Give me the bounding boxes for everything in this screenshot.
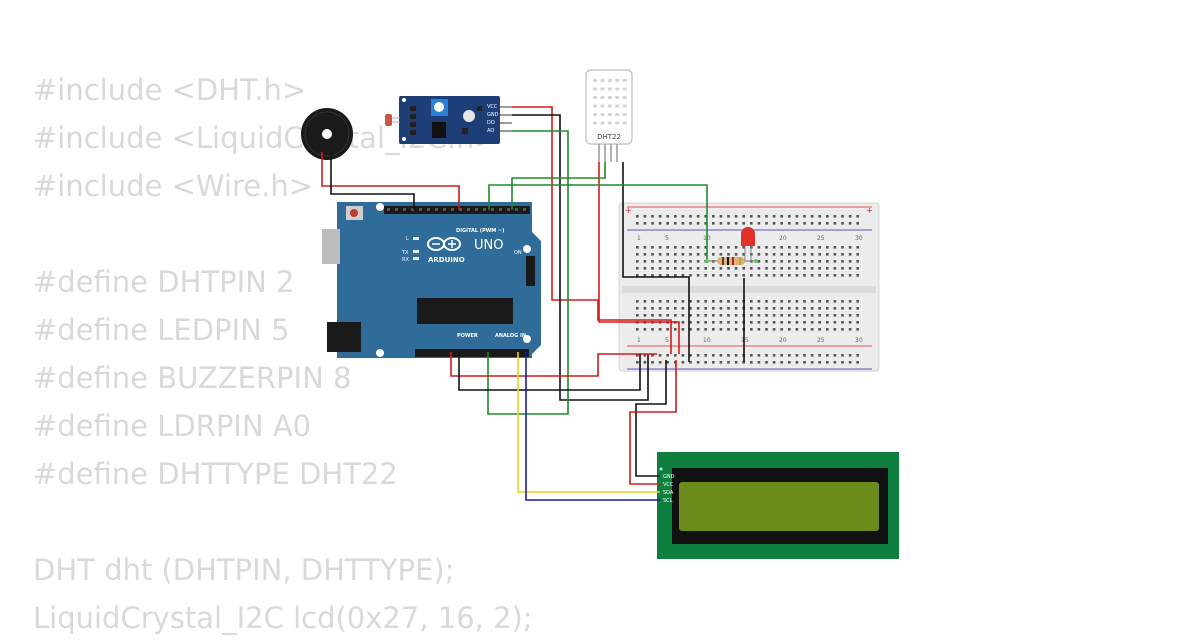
wire-ldr-ao-green: [487, 130, 569, 415]
wires: [321, 106, 745, 501]
lcd-pin-sda-label: SDA: [663, 490, 674, 496]
code-line: #include <Wire.h>: [33, 169, 314, 203]
bb-col-number: 20: [779, 337, 787, 344]
ldr-pin-do-label: DO: [487, 120, 495, 126]
bb-col-number: 25: [817, 235, 825, 242]
on-led-label: ON: [514, 250, 522, 256]
bb-col-number: 30: [855, 235, 863, 242]
bb-col-number: 15: [741, 337, 749, 344]
digital-header-label: DIGITAL (PWM ~): [456, 228, 504, 234]
bb-col-number: 1: [637, 337, 641, 344]
wire-lcd-vcc-red: [629, 360, 677, 485]
wire-lcd-sda-yellow: [517, 352, 660, 493]
analog-header-label: ANALOG IN: [495, 333, 526, 339]
bb-col-number: 5: [665, 337, 669, 344]
buzzer: [301, 108, 353, 160]
ldr-pin-gnd-label: GND: [487, 112, 499, 118]
dht22-sensor: DHT22: [585, 69, 633, 162]
code-line: #include <DHT.h>: [33, 73, 307, 107]
code-line: LiquidCrystal_I2C lcd(0x27, 16, 2);: [33, 601, 533, 635]
ldr-sensor-module: VCC GND DO AO: [385, 96, 512, 144]
wire-dht-vcc-red: [598, 162, 680, 354]
bb-col-number: 25: [817, 337, 825, 344]
arduino-logo: [427, 237, 461, 251]
ldr-pin-vcc-label: VCC: [487, 104, 498, 110]
svg-text:+: +: [625, 206, 632, 215]
arduino-uno-board: DIGITAL (PWM ~) L TX RX ON UNO ARDUINO P…: [322, 202, 541, 358]
wire-lcd-gnd-black: [635, 360, 667, 477]
red-led: [741, 227, 755, 261]
breadboard-holes: [636, 215, 859, 364]
lcd-pin-gnd-label: GND: [663, 474, 675, 480]
wire-ldr-gnd-black: [512, 114, 649, 401]
wire-ldr-vcc-red: [512, 106, 672, 354]
board-model-label: UNO: [474, 238, 503, 253]
code-line: DHT dht (DHTPIN, DHTTYPE);: [33, 553, 455, 587]
code-line: #define DHTPIN 2: [33, 265, 295, 299]
breadboard-column-numbers-bottom: 1 5 10 15 20 25 30: [637, 337, 863, 344]
resistor: [707, 257, 756, 265]
bb-col-number: 20: [779, 235, 787, 242]
wire-lcd-scl-blue: [525, 352, 660, 501]
wire-5v-red: [450, 352, 657, 377]
code-line: #define LEDPIN 5: [33, 313, 290, 347]
code-line: #define DHTTYPE DHT22: [33, 457, 398, 491]
wire-buzzer-red: [321, 152, 460, 210]
lcd-display-module: GND VCC SDA SCL: [657, 452, 899, 559]
bb-col-number: 1: [637, 235, 641, 242]
tx-led-label: TX: [401, 250, 409, 256]
bb-col-number: 5: [665, 235, 669, 242]
dht22-grille: [593, 79, 627, 125]
svg-text:+: +: [866, 206, 873, 215]
code-line: #define LDRPIN A0: [33, 409, 312, 443]
lcd-pin-vcc-label: VCC: [663, 482, 674, 488]
wire-dht-data-green: [511, 162, 606, 210]
wire-gnd-black: [458, 352, 641, 391]
breadboard: + + 1 5 10 15 20 25 30 1 5 10 15 20 25 3…: [618, 202, 880, 372]
wire-buzzer-black: [330, 152, 415, 210]
power-header-label: POWER: [457, 333, 478, 339]
code-line: #define BUZZERPIN 8: [33, 361, 352, 395]
ldr-pin-ao-label: AO: [487, 128, 494, 134]
rx-led-label: RX: [402, 257, 409, 263]
wire-led-green: [488, 184, 708, 260]
wire-end-dots: [705, 259, 758, 263]
wire-dht-gnd-black: [622, 162, 690, 362]
board-brand-label: ARDUINO: [428, 256, 465, 264]
l-led-label: L: [406, 236, 409, 242]
digital-header-holes: [387, 208, 526, 211]
bb-col-number: 10: [703, 337, 711, 344]
dht22-label: DHT22: [597, 133, 621, 141]
lcd-pin-scl-label: SCL: [663, 498, 673, 504]
bb-col-number: 30: [855, 337, 863, 344]
